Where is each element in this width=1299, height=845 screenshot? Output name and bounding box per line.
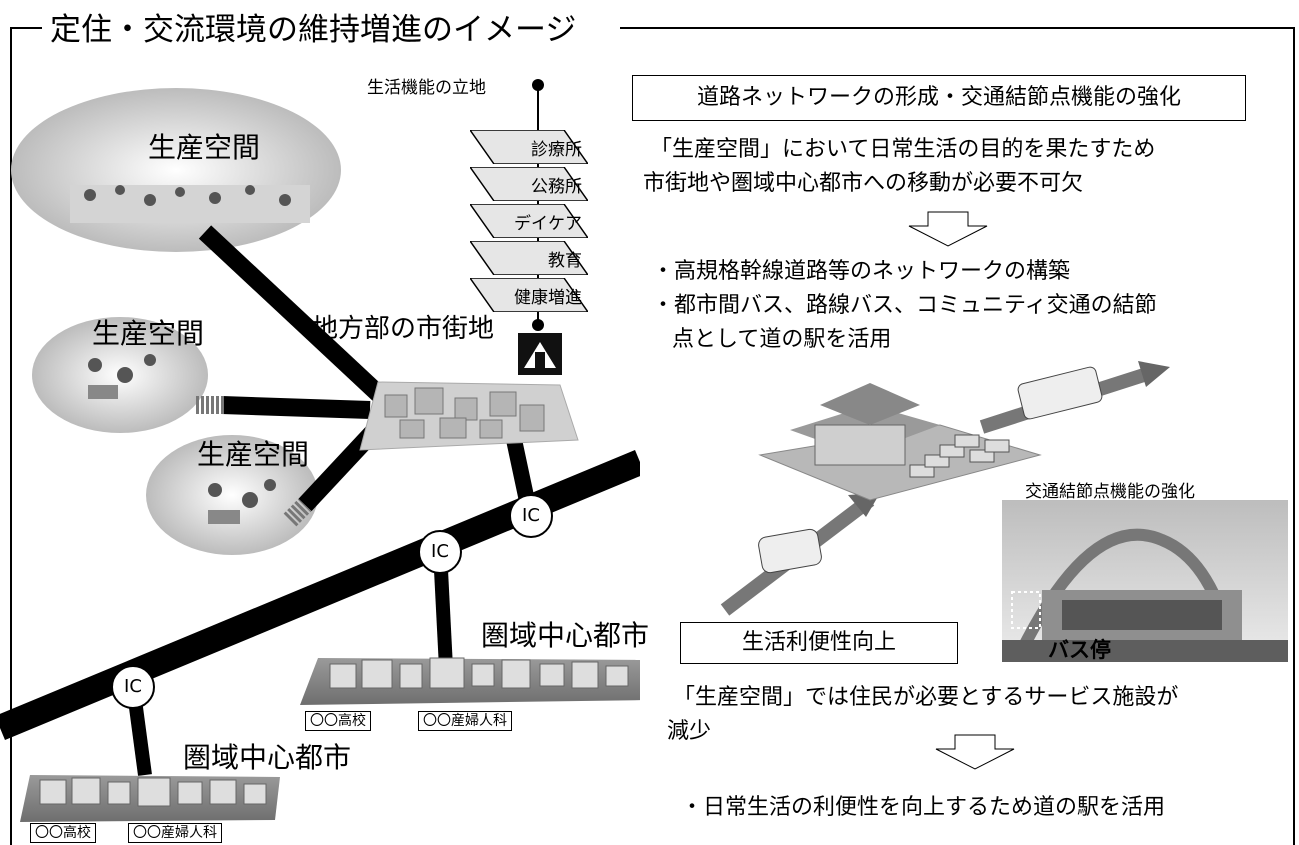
clinic-tag: 〇〇産婦人科 (418, 711, 512, 731)
frame-top-left (10, 27, 44, 29)
production-space-3-area (146, 435, 318, 555)
frame-top-right (620, 27, 1295, 29)
facility-card-label: デイケア (514, 214, 582, 234)
city-center-label-2: 圏域中心都市 (183, 741, 352, 774)
bus-stop-photo (1002, 500, 1288, 662)
network-strengthening-title: 道路ネットワークの形成・交通結節点機能の強化 (632, 75, 1246, 121)
network-bullet-1: ・高規格幹線道路等のネットワークの構築 (652, 259, 1071, 284)
facility-card-label: 教育 (548, 251, 582, 271)
network-bullet-2-line1: ・都市間バス、路線バス、コミュニティ交通の結節 (652, 293, 1157, 318)
production-space-label-1: 生産空間 (148, 131, 261, 164)
interchange-marker: IC (111, 665, 155, 709)
facility-card-daycare: デイケア (470, 204, 588, 238)
down-arrow-icon (908, 211, 988, 247)
convenience-paragraph-line1: 「生産空間」では住民が必要とするサービス施設が (673, 685, 1179, 710)
convenience-title: 生活利便性向上 (680, 622, 958, 664)
facility-card-label: 診療所 (531, 140, 582, 160)
facility-header: 生活機能の立地 (367, 78, 486, 98)
convenience-bullet: ・日常生活の利便性を向上するため道の駅を活用 (681, 795, 1166, 820)
production-space-1-area (11, 88, 341, 252)
facility-card-label: 健康増進 (514, 288, 582, 308)
facility-card-education: 教育 (470, 241, 588, 275)
town-label: 地方部の市街地 (312, 314, 495, 344)
production-space-label-2: 生産空間 (92, 317, 205, 350)
school-tag: 〇〇高校 (30, 823, 96, 843)
production-space-paragraph-line1: 「生産空間」において日常生活の目的を果たすため (650, 137, 1156, 162)
facility-card-office: 公務所 (470, 167, 588, 201)
clinic-tag: 〇〇産婦人科 (128, 823, 222, 843)
convenience-paragraph-line2: 減少 (667, 719, 712, 744)
frame-title: 定住・交流環境の維持増進のイメージ (42, 4, 585, 49)
frame-left (10, 27, 12, 845)
photo-caption: 交通結節点機能の強化 (1025, 482, 1195, 502)
school-tag: 〇〇高校 (305, 711, 371, 731)
roadside-station-illustration (720, 361, 1170, 616)
down-arrow-icon (935, 734, 1015, 770)
bus-stop-label: バス停 (1048, 638, 1111, 662)
facility-card-health: 健康増進 (470, 278, 588, 312)
interchange-marker: IC (509, 494, 553, 538)
network-bullet-2-line2: 点として道の駅を活用 (672, 327, 892, 352)
road-network-illustration (0, 79, 640, 822)
facility-card-label: 公務所 (531, 177, 582, 197)
frame-right (1293, 27, 1295, 845)
production-space-label-3: 生産空間 (197, 438, 310, 471)
facility-card-clinic: 診療所 (470, 130, 588, 164)
city-center-label-1: 圏域中心都市 (481, 619, 650, 652)
interchange-marker: IC (418, 530, 462, 574)
production-space-paragraph-line2: 市街地や圏域中心都市への移動が必要不可欠 (643, 171, 1084, 196)
